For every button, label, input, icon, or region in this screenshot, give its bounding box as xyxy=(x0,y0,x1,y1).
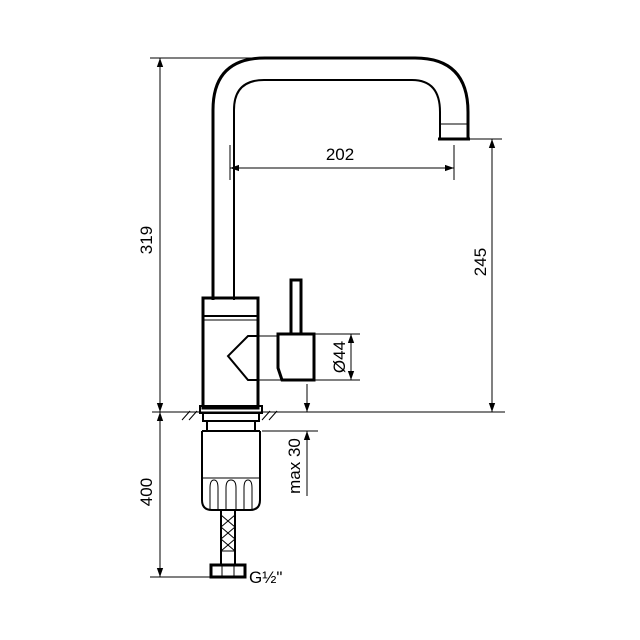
thread-label: G½" xyxy=(249,568,282,587)
spout xyxy=(211,56,470,300)
dim-lever-diameter: Ø44 xyxy=(314,333,360,381)
dim-label-spout-reach: 202 xyxy=(326,145,354,164)
dim-mount-thickness: max 30 xyxy=(262,384,318,496)
dim-total-height: 319 xyxy=(137,57,258,412)
dim-label-spout-height: 245 xyxy=(471,248,490,276)
dim-spout-height: 245 xyxy=(470,138,502,412)
dim-hose-length: 400 xyxy=(137,412,211,578)
dim-spout-reach: 202 xyxy=(229,145,455,180)
braided-hose xyxy=(209,510,247,579)
dim-label-total-height: 319 xyxy=(137,226,156,254)
dim-label-mount-thickness: max 30 xyxy=(285,438,304,494)
faucet-body xyxy=(201,296,260,410)
lever-handle xyxy=(258,278,316,382)
dim-label-hose-length: 400 xyxy=(137,478,156,506)
dim-label-lever-diameter: Ø44 xyxy=(330,341,349,373)
mounting-assembly xyxy=(199,405,263,511)
